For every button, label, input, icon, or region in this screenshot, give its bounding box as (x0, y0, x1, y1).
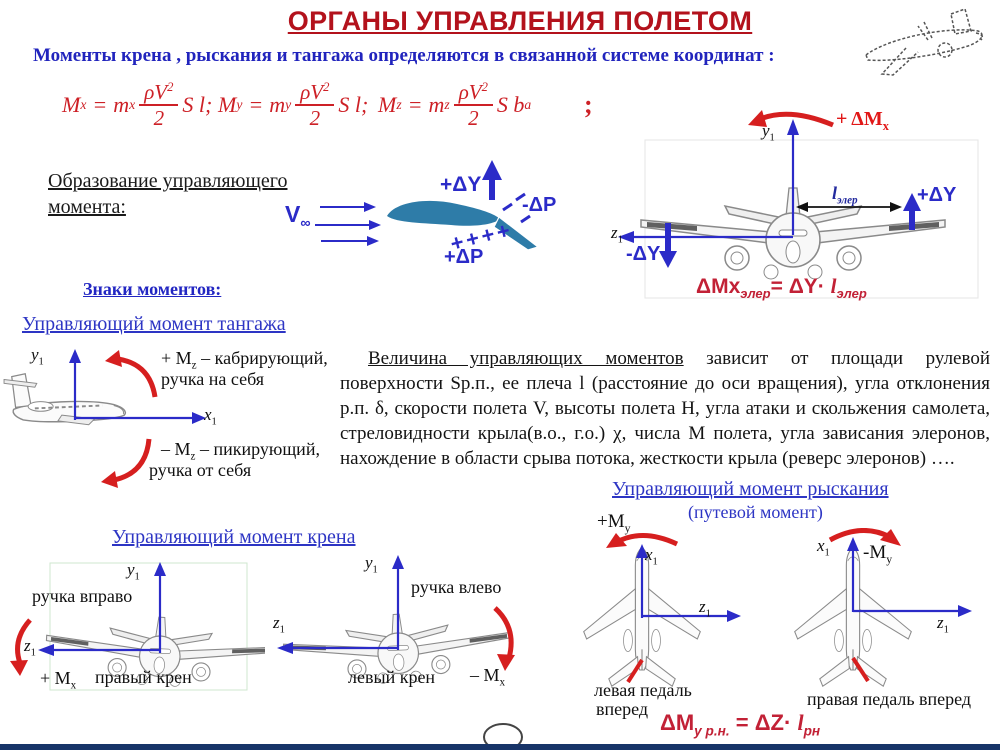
plus-dy-wing-label: +ΔY (917, 184, 957, 206)
formula-mx-lhs: M (62, 92, 81, 118)
paragraph-lead: Величина управляющих моментов (368, 348, 684, 369)
bottom-bar (0, 744, 1000, 750)
formula-my-lhs: M (218, 92, 237, 118)
suction-dashes (502, 192, 531, 224)
x1-axis-label: x1 (645, 545, 658, 568)
z1-axis-label: z1 (273, 613, 285, 636)
roll-left-bank-diagram (277, 555, 515, 690)
subtitle: Моменты крена , рыскания и тангажа опред… (33, 45, 775, 66)
airfoil-body (387, 200, 500, 226)
roll-right-bank-diagram (10, 562, 265, 693)
left-pedal-label: левая педаль (594, 680, 692, 700)
aileron-moment-diagram (618, 110, 979, 299)
yaw-right-diagram (794, 528, 972, 687)
moments-paragraph: Величина управляющих моментов зависит от… (340, 346, 990, 471)
yaw-title: Управляющий момент рыскания (612, 478, 889, 500)
z1-axis-label: z1 (611, 223, 623, 246)
x1-axis-label: x1 (204, 405, 217, 428)
left-pedal-label-line2: вперед (596, 699, 649, 719)
y1-axis-label: y1 (127, 560, 140, 583)
rudder-deflection-left (626, 658, 644, 684)
plus-my-label: +My (597, 511, 631, 535)
sketch-airplane-icon (865, 8, 984, 76)
y1-axis-label: y1 (762, 121, 775, 144)
rudder-moment-formula: ΔMу р.н. = ΔZ· lрн (660, 710, 821, 739)
pitch-moment-diagram (3, 349, 206, 488)
deflected-flap (493, 216, 540, 251)
z1-axis-label: z1 (937, 613, 949, 636)
pitch-up-label: + Mz – кабрирующий, (161, 348, 328, 372)
signs-heading: Знаки моментов: (83, 279, 222, 299)
slide-number-ellipse (483, 723, 523, 750)
flow-arrows (315, 202, 381, 246)
z1-axis-label: z1 (699, 597, 711, 620)
yaw-subtitle: (путевой момент) (688, 502, 823, 522)
aileron-arm-label: lэлер (832, 183, 858, 207)
rudder-deflection-right (851, 656, 870, 683)
stick-left-label: ручка влево (411, 577, 502, 597)
pitch-title: Управляющий момент тангажа (22, 313, 286, 335)
pitch-down-label: – Mz – пикирующий, (161, 439, 320, 463)
plus-dp-label: +ΔP (444, 246, 484, 268)
roll-title: Управляющий момент крена (112, 526, 356, 548)
minus-dp-label: -ΔP (522, 194, 557, 216)
pitch-up-label-line2: ручка на себя (161, 369, 265, 389)
airfoil-diagram (315, 160, 540, 251)
roll-moment-arc (759, 111, 834, 128)
formula-trailing-semicolon: ; (584, 90, 593, 119)
yaw-left-diagram (583, 532, 741, 687)
formation-heading: Образование управляющего момента: (48, 170, 288, 218)
y1-axis-label: y1 (365, 553, 378, 576)
page-title: ОРГАНЫ УПРАВЛЕНИЯ ПОЛЕТОМ (287, 6, 753, 36)
v-infinity-label: V∞ (285, 201, 311, 232)
plus-mx-arc (15, 618, 32, 664)
stick-right-label: ручка вправо (32, 586, 133, 606)
plus-mx-label: + Mx (40, 668, 77, 692)
minus-mx-label: – Mx (470, 665, 506, 689)
pitch-down-label-line2: ручка от себя (149, 460, 252, 480)
plus-my-arc (615, 532, 679, 547)
paragraph-rest: зависит от площади рулевой поверхности S… (340, 348, 990, 469)
y1-axis-label: y1 (31, 345, 44, 368)
right-bank-label: правый крен (95, 667, 192, 687)
minus-mx-arc (493, 606, 514, 659)
aileron-moment-formula: ΔMxэлер= ΔY· lэлер (696, 274, 867, 302)
x1-axis-label: x1 (817, 536, 830, 559)
z1-axis-label: z1 (24, 636, 36, 659)
pitch-down-arc (113, 438, 152, 483)
left-bank-label: левый крен (348, 667, 436, 687)
formula-mz-lhs: M (378, 92, 397, 118)
plus-dy-label: +ΔY (440, 173, 482, 196)
right-pedal-label: правая педаль вперед (807, 689, 972, 709)
delta-mx-label: + ΔMx (836, 108, 889, 133)
minus-dy-wing-label: -ΔY (626, 243, 661, 265)
minus-my-label: -My (863, 542, 893, 566)
pitch-up-arc (117, 356, 158, 398)
